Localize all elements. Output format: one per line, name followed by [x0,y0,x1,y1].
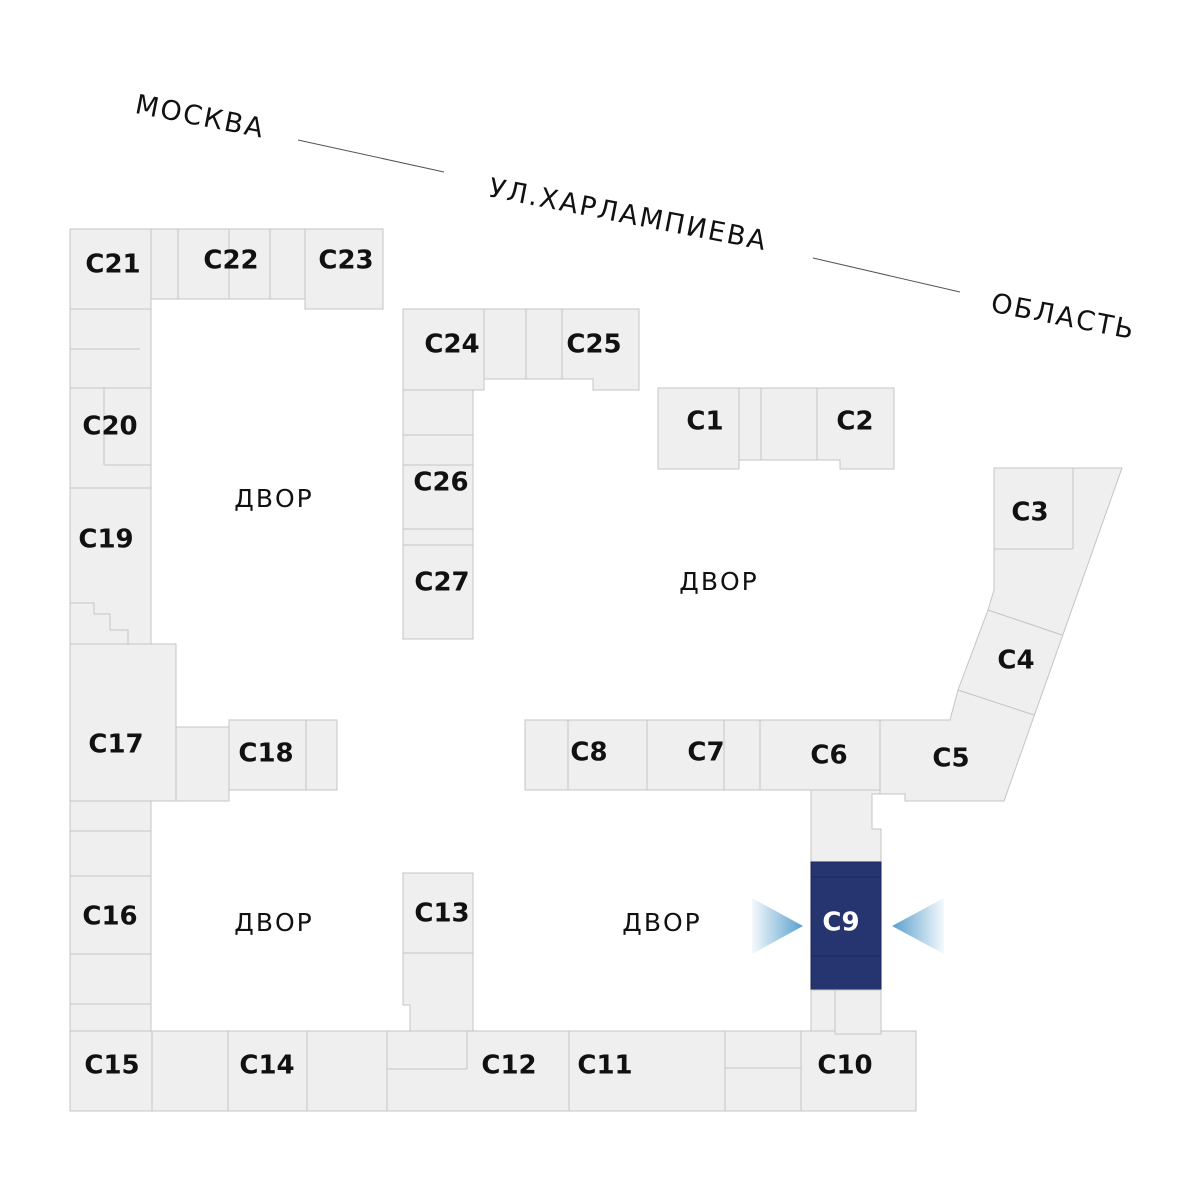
section-label-c1: C1 [686,407,723,437]
section-label-c20: C20 [82,412,137,442]
block-c9-selected[interactable] [810,861,882,991]
yard-label-southeast: ДВОР [622,908,701,937]
block-c6-stem [810,789,882,863]
yard-label-southwest: ДВОР [234,908,313,937]
block-c14[interactable] [227,1030,308,1112]
section-label-c7: C7 [687,738,724,768]
section-label-c16: C16 [82,902,137,932]
section-label-c9: C9 [822,908,859,938]
building-blocks [69,228,1123,1112]
street-label-moskva: МОСКВА [133,89,268,145]
section-label-c15: C15 [84,1051,139,1081]
section-label-c14: C14 [239,1051,294,1081]
section-label-c13: C13 [414,899,469,929]
triangle-pointer-icon [892,898,944,954]
block-c24[interactable] [402,308,485,391]
block-west-lower [69,800,152,877]
block-c15[interactable] [69,1030,153,1112]
block-c18[interactable] [228,719,338,791]
block-c17[interactable] [69,643,177,802]
section-label-c10: C10 [817,1051,872,1081]
divider [70,602,129,644]
block-c22[interactable] [177,228,306,300]
street-label-kharlampieva: УЛ.ХАРЛАМПИЕВА [486,173,770,257]
section-label-c2: C2 [836,407,873,437]
section-label-c18: C18 [238,739,293,769]
block-c9-below-right [834,989,882,1035]
block-c8[interactable] [524,719,648,791]
block-c6[interactable] [759,719,881,791]
block-c17-connector [175,726,230,802]
divider [987,609,1063,636]
section-label-c27: C27 [414,568,469,598]
block-west-bottom [69,953,152,1032]
street-labels: МОСКВА УЛ.ХАРЛАМПИЕВА ОБЛАСТЬ [133,89,1138,346]
block-c16[interactable] [69,875,152,955]
block-east-outer [879,467,1123,802]
block-c1-connector [738,387,818,461]
section-label-c24: C24 [424,330,479,360]
section-label-c22: C22 [203,246,258,276]
block-c2[interactable] [816,387,895,470]
block-c24-connector [483,308,563,380]
block-c25[interactable] [561,308,640,391]
section-label-c4: C4 [997,646,1034,676]
section-label-c6: C6 [810,741,847,771]
selection-markers [752,898,944,954]
section-label-c17: C17 [88,730,143,760]
block-c23[interactable] [304,228,384,310]
triangle-pointer-icon [752,898,803,954]
block-c12[interactable] [386,1030,570,1112]
section-label-c5: C5 [932,744,969,774]
block-south-2 [306,1030,388,1112]
block-c24-lower [402,389,474,436]
street-line-right [812,257,961,293]
section-labels: C1 C2 C3 C4 C5 C6 C7 C8 C9 C10 C11 C12 C… [78,246,1048,1081]
section-label-c23: C23 [318,246,373,276]
street-line-left [297,139,445,173]
block-south-1 [151,1030,229,1112]
section-label-c21: C21 [85,250,140,280]
block-c10[interactable] [800,1030,917,1112]
section-label-c26: C26 [413,468,468,498]
block-c26-gap [402,528,474,546]
block-c21-connector [150,228,179,300]
yard-labels: ДВОР ДВОР ДВОР ДВОР [234,484,758,937]
section-label-c19: C19 [78,525,133,555]
section-label-c11: C11 [577,1051,632,1081]
block-c1[interactable] [657,387,740,470]
section-label-c8: C8 [570,738,607,768]
street-label-oblast: ОБЛАСТЬ [988,288,1138,346]
section-label-c25: C25 [566,330,621,360]
block-c27[interactable] [402,544,474,640]
block-c26[interactable] [402,434,474,530]
block-c11[interactable] [568,1030,726,1112]
yard-label-northeast: ДВОР [679,567,758,596]
block-c7[interactable] [646,719,761,791]
block-c21[interactable] [69,228,152,310]
yard-label-northwest: ДВОР [234,484,313,513]
block-south-3 [724,1030,802,1112]
divider [957,689,1035,716]
block-c13-stem [402,952,474,1032]
section-label-c12: C12 [481,1051,536,1081]
section-label-c3: C3 [1011,498,1048,528]
block-c9-below-left [810,989,836,1032]
